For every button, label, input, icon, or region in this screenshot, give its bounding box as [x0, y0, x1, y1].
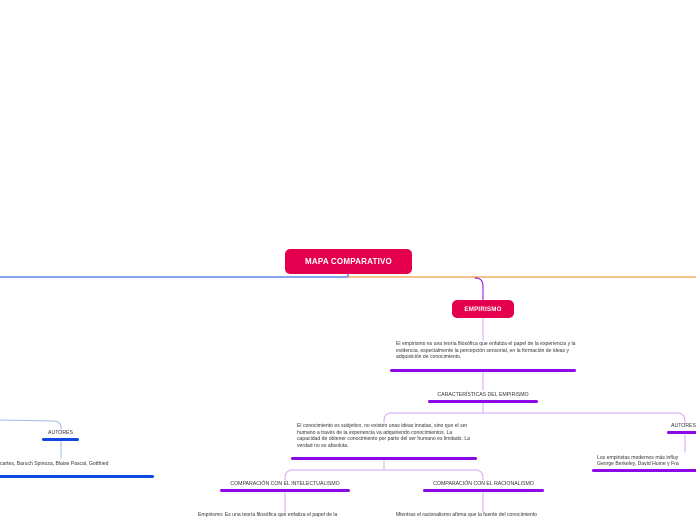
- comparison-intellectualism-underline: [220, 489, 350, 492]
- comparison-rationalism-text: Mientras el racionalismo afirma que la f…: [396, 512, 537, 518]
- left-authors-text: cartes, Baruch Spinoza, Blaise Pascal, G…: [0, 461, 109, 467]
- left-authors-text-underline: [0, 475, 154, 478]
- topic-empirismo[interactable]: EMPIRISMO: [452, 300, 514, 318]
- empirismo-definition-text: El empirismo es una teoría filosófica qu…: [396, 341, 576, 361]
- left-authors-label: AUTORES: [48, 430, 73, 436]
- connector-text-to-intellectualism: [284, 469, 385, 481]
- connector-characteristics-to-text: [383, 412, 484, 424]
- empirismo-authors-label: AUTORES: [671, 423, 696, 429]
- connector-characteristics-to-authors: [482, 412, 686, 424]
- empirismo-authors-underline: [667, 431, 696, 434]
- empirismo-authors-text-underline: [592, 469, 696, 472]
- topic-empirismo-label: EMPIRISMO: [464, 305, 502, 313]
- characteristic-text-underline: [291, 457, 477, 460]
- comparison-rationalism-underline: [423, 489, 544, 492]
- characteristics-underline: [428, 400, 538, 403]
- left-authors-underline: [42, 438, 79, 441]
- central-topic-label: MAPA COMPARATIVO: [305, 257, 392, 266]
- definition-underline: [390, 369, 576, 372]
- connector-text-to-rationalism: [383, 469, 484, 481]
- empirismo-authors-text-line2: George Berkeley, David Hume y Fra: [597, 461, 679, 467]
- central-topic[interactable]: MAPA COMPARATIVO: [285, 249, 412, 274]
- comparison-intellectualism-label: COMPARACIÓN CON EL INTELECTUALISMO: [230, 481, 340, 487]
- characteristic-text: El conocimiento es subjetivo, no existen…: [297, 423, 471, 449]
- connector-left-branch-to-authors: [0, 419, 62, 430]
- connector-central-to-empirismo: [474, 277, 484, 301]
- comparison-intellectualism-text: Empirismo: Es una teoría filosófica que …: [198, 512, 338, 518]
- empirismo-authors-text-line1: Los empiristas modernos más influy: [597, 455, 679, 461]
- comparison-rationalism-label: COMPARACIÓN CON EL RACIONALISMO: [433, 481, 534, 487]
- characteristics-label: CARACTERÍSTICAS DEL EMPIRISMO: [437, 392, 529, 398]
